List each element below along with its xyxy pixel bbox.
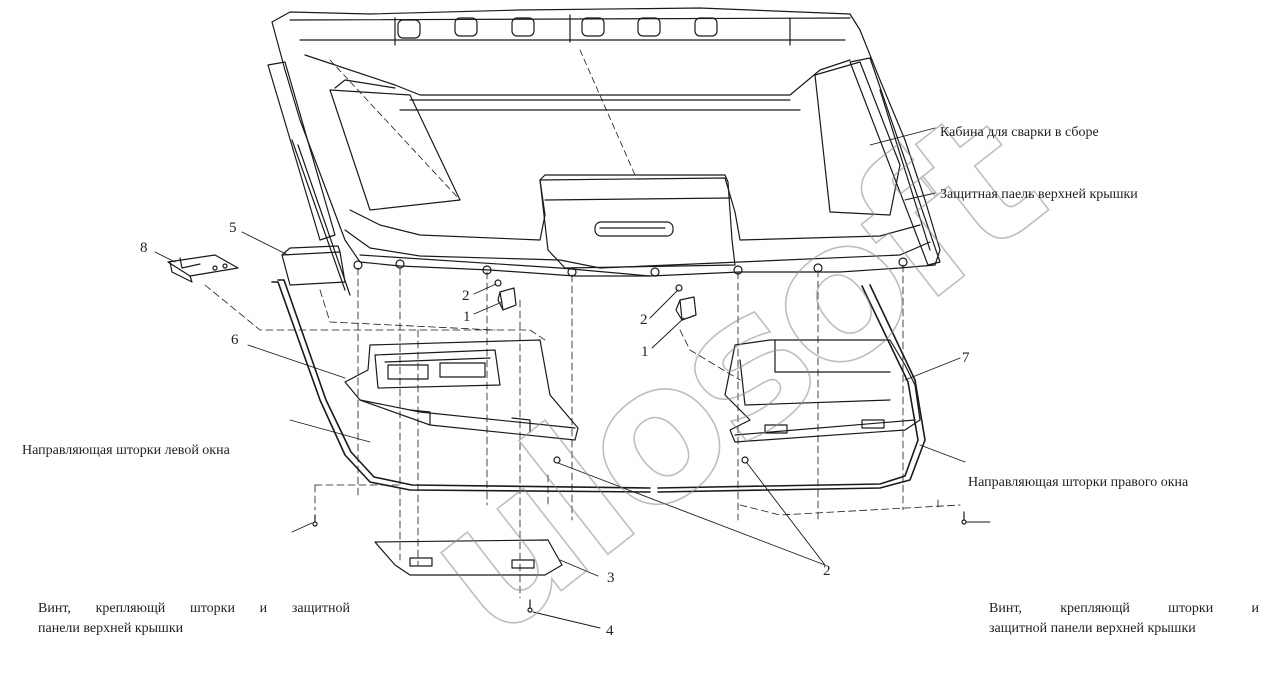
curtain-guides xyxy=(271,279,926,493)
callout-6: 6 xyxy=(231,332,239,348)
cabin-roof-assembly xyxy=(267,7,941,296)
label-screw-left-line1: Винт, крепляющй шторки и защитной xyxy=(38,601,350,616)
part-5-box xyxy=(281,245,346,286)
callout-3: 3 xyxy=(607,570,615,586)
central-console xyxy=(539,174,736,269)
callout-2b: 2 xyxy=(640,312,648,328)
right-protective-panel xyxy=(724,339,921,443)
label-cabin: Кабина для сварки в сборе xyxy=(940,125,1099,140)
callout-1a: 1 xyxy=(463,309,471,325)
callout-5: 5 xyxy=(229,220,237,236)
callout-8: 8 xyxy=(140,240,148,256)
assembly-lines xyxy=(204,264,961,599)
roof-vent-slots xyxy=(397,17,718,39)
leader-lines xyxy=(154,127,991,629)
part-3-cover xyxy=(374,539,563,576)
label-left-guide: Направляющая шторки левой окна xyxy=(22,443,230,458)
label-screw-left-line2: панели верхней крышки xyxy=(38,621,184,636)
callout-2c: 2 xyxy=(823,563,831,579)
label-screw-right-line1: Винт, крепляющй шторки и xyxy=(989,601,1259,616)
callout-7: 7 xyxy=(962,350,970,366)
label-right-guide: Направляющая шторки правого окна xyxy=(968,475,1189,490)
callout-4: 4 xyxy=(606,623,614,639)
label-screw-right-line2: защитной панели верхней крышки xyxy=(989,621,1196,636)
callout-1b: 1 xyxy=(641,344,649,360)
exploded-view-diagram xyxy=(154,7,991,629)
part-2-nuts xyxy=(494,279,749,464)
label-protective-panel: Защитная паель верхней крышки xyxy=(940,187,1138,202)
callout-2a: 2 xyxy=(462,288,470,304)
part-1-brackets xyxy=(497,287,697,321)
left-protective-panel xyxy=(344,339,579,441)
part-8-bracket xyxy=(167,254,239,283)
